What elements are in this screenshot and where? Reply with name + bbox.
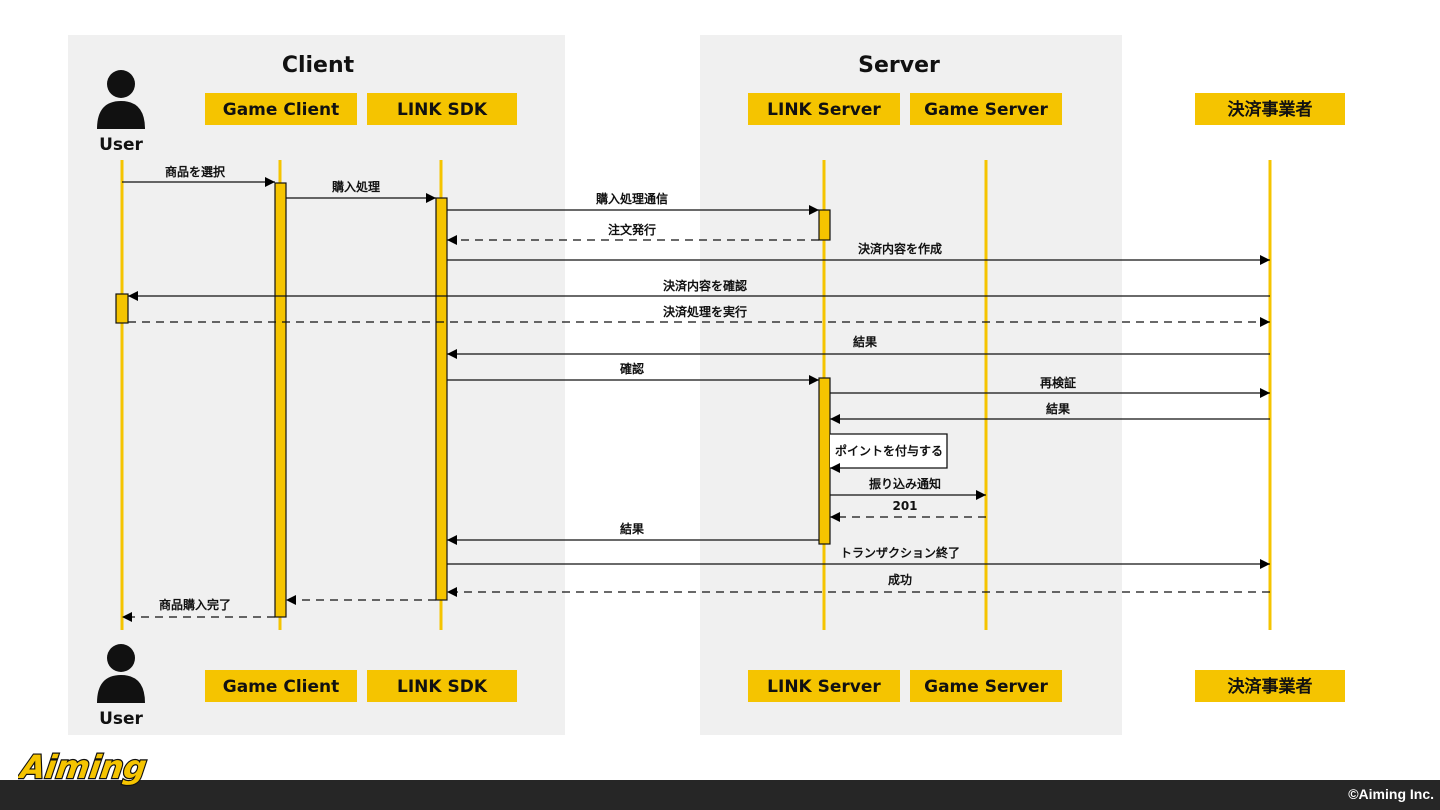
svg-text:Game Server: Game Server xyxy=(924,100,1048,120)
user-label-top: User xyxy=(99,135,143,155)
svg-text:再検証: 再検証 xyxy=(1040,375,1076,390)
message-purchase-process: 購入処理 xyxy=(286,179,436,203)
svg-text:結果: 結果 xyxy=(620,521,644,536)
message-transaction-end: トランザクション終了 xyxy=(447,545,1270,569)
svg-text:注文発行: 注文発行 xyxy=(608,222,656,237)
svg-text:LINK Server: LINK Server xyxy=(767,677,881,697)
footer-bar xyxy=(0,780,1440,810)
user-icon-bottom xyxy=(97,644,145,703)
activation-link-server-1 xyxy=(818,209,831,241)
svg-text:購入処理通信: 購入処理通信 xyxy=(595,191,668,206)
user-icon xyxy=(97,70,145,129)
message-confirm-payment: 決済内容を確認 xyxy=(128,278,1270,301)
activation-link-server-2 xyxy=(818,377,831,545)
message-201: 201 xyxy=(830,499,986,522)
message-success: 成功 xyxy=(447,572,1270,597)
svg-text:成功: 成功 xyxy=(888,572,912,587)
svg-text:決済処理を実行: 決済処理を実行 xyxy=(663,304,747,319)
svg-text:商品を選択: 商品を選択 xyxy=(165,164,226,179)
actor-game-client-bottom: Game Client xyxy=(205,670,357,702)
svg-text:決済事業者: 決済事業者 xyxy=(1228,99,1313,120)
activation-link-sdk xyxy=(435,197,448,601)
message-order-issue: 注文発行 xyxy=(447,222,819,245)
actor-game-client-top: Game Client xyxy=(205,93,357,125)
actor-link-sdk-bottom: LINK SDK xyxy=(367,670,517,702)
actor-payment-bottom: 決済事業者 xyxy=(1195,670,1345,702)
svg-text:決済内容を確認: 決済内容を確認 xyxy=(663,278,747,293)
svg-text:201: 201 xyxy=(892,499,917,513)
svg-text:Game Server: Game Server xyxy=(924,677,1048,697)
aiming-logo: Aiming xyxy=(18,747,150,787)
svg-text:トランザクション終了: トランザクション終了 xyxy=(840,545,960,560)
activation-user xyxy=(115,293,129,324)
message-create-payment: 決済内容を作成 xyxy=(447,241,1270,265)
message-execute-payment: 決済処理を実行 xyxy=(128,304,1270,327)
actor-game-server-bottom: Game Server xyxy=(910,670,1062,702)
actor-payment-top: 決済事業者 xyxy=(1195,93,1345,125)
svg-text:Aiming: Aiming xyxy=(18,748,149,786)
svg-text:確認: 確認 xyxy=(620,361,644,376)
svg-text:ポイントを付与する: ポイントを付与する xyxy=(835,443,943,458)
message-grant-points: ポイントを付与する xyxy=(830,433,948,473)
svg-text:LINK SDK: LINK SDK xyxy=(397,677,488,697)
message-result-2: 結果 xyxy=(830,401,1270,424)
activation-game-client xyxy=(274,182,287,618)
message-confirm: 確認 xyxy=(447,361,819,385)
svg-text:購入処理: 購入処理 xyxy=(331,179,380,194)
message-result-1: 結果 xyxy=(447,334,1270,359)
client-group-bg xyxy=(68,35,565,735)
svg-text:LINK SDK: LINK SDK xyxy=(397,100,488,120)
sequence-diagram: Client Server Game Client LINK SDK LINK … xyxy=(68,35,1345,735)
svg-text:Game Client: Game Client xyxy=(223,677,339,697)
message-result-3: 結果 xyxy=(447,521,819,545)
svg-text:振り込み通知: 振り込み通知 xyxy=(869,476,941,491)
actor-link-sdk-top: LINK SDK xyxy=(367,93,517,125)
message-reverify: 再検証 xyxy=(830,375,1270,398)
svg-text:結果: 結果 xyxy=(1046,401,1070,416)
message-purchase-complete: 商品購入完了 xyxy=(122,597,275,622)
message-transfer-notice: 振り込み通知 xyxy=(830,476,986,500)
svg-text:Game Client: Game Client xyxy=(223,100,339,120)
server-group-bg xyxy=(700,35,1122,735)
actor-game-server-top: Game Server xyxy=(910,93,1062,125)
client-group-title: Client xyxy=(282,53,355,78)
user-label-bottom: User xyxy=(99,709,143,729)
message-purchase-comm: 購入処理通信 xyxy=(447,191,819,215)
svg-text:LINK Server: LINK Server xyxy=(767,100,881,120)
actor-link-server-top: LINK Server xyxy=(748,93,900,125)
svg-text:決済内容を作成: 決済内容を作成 xyxy=(858,241,942,256)
message-select-product: 商品を選択 xyxy=(122,164,275,187)
svg-text:結果: 結果 xyxy=(853,334,877,349)
server-group-title: Server xyxy=(858,53,940,78)
copyright-text: ©Aiming Inc. xyxy=(1348,786,1434,802)
svg-text:商品購入完了: 商品購入完了 xyxy=(159,597,231,612)
svg-text:決済事業者: 決済事業者 xyxy=(1228,676,1313,697)
actor-link-server-bottom: LINK Server xyxy=(748,670,900,702)
